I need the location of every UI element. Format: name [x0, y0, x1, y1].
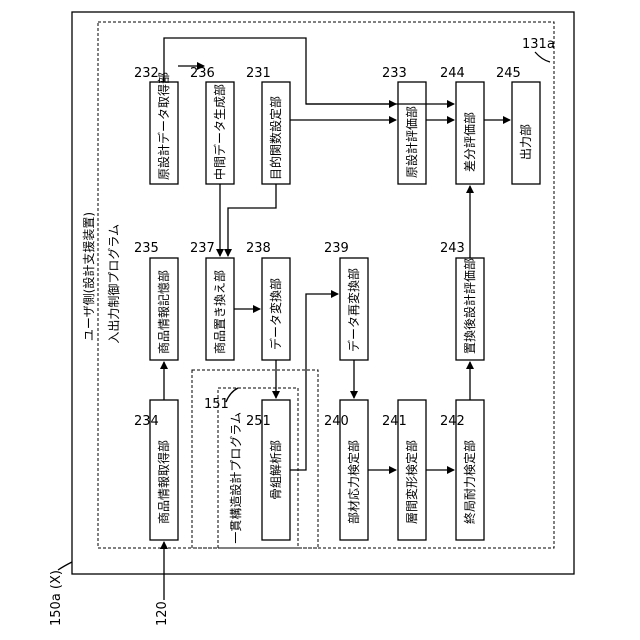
subprogram-title: 一貫構造設計プログラム	[228, 412, 243, 544]
block-233: 原設計評価部 233	[382, 66, 426, 184]
svg-text:商品置き換え部: 商品置き換え部	[212, 270, 227, 354]
block-240: 部材応力検定部 240	[324, 400, 368, 540]
block-235: 商品情報記憶部 235	[134, 241, 178, 360]
block-251: 骨組解析部 251	[246, 400, 290, 540]
svg-text:234: 234	[134, 414, 159, 429]
subprogram-ref: 151	[204, 397, 229, 412]
svg-text:置換後設計評価部: 置換後設計評価部	[462, 258, 477, 354]
block-234: 商品情報取得部 234	[134, 400, 178, 540]
svg-text:層間変形検定部: 層間変形検定部	[404, 440, 419, 524]
svg-text:242: 242	[440, 414, 465, 429]
svg-text:出力部: 出力部	[518, 124, 533, 160]
block-232: 原設計データ取得部 232	[134, 66, 178, 184]
io-program-title: 入出力制御プログラム	[106, 224, 121, 344]
svg-text:部材応力検定部: 部材応力検定部	[346, 440, 361, 524]
svg-text:233: 233	[382, 66, 407, 81]
svg-text:240: 240	[324, 414, 349, 429]
svg-text:データ再変換部: データ再変換部	[346, 268, 361, 352]
svg-text:231: 231	[246, 66, 271, 81]
block-236: 中間データ生成部 236	[190, 66, 234, 184]
program-area-ref: 131a	[522, 37, 555, 52]
block-244: 差分評価部 244	[440, 66, 484, 184]
svg-text:骨組解析部: 骨組解析部	[268, 440, 283, 500]
svg-text:原設計評価部: 原設計評価部	[404, 106, 419, 178]
svg-text:244: 244	[440, 66, 465, 81]
svg-text:差分評価部: 差分評価部	[462, 112, 477, 172]
svg-text:商品情報取得部: 商品情報取得部	[156, 440, 171, 524]
svg-text:232: 232	[134, 66, 159, 81]
svg-text:241: 241	[382, 414, 407, 429]
svg-text:原設計データ取得部: 原設計データ取得部	[156, 72, 171, 180]
input-ref: 120	[155, 601, 170, 626]
svg-text:239: 239	[324, 241, 349, 256]
block-243: 置換後設計評価部 243	[440, 241, 484, 360]
block-245: 出力部 245	[496, 66, 540, 184]
block-237: 商品置き換え部 237	[190, 241, 234, 360]
svg-text:238: 238	[246, 241, 271, 256]
svg-text:中間データ生成部: 中間データ生成部	[212, 84, 227, 180]
svg-text:243: 243	[440, 241, 465, 256]
svg-text:251: 251	[246, 414, 271, 429]
svg-text:237: 237	[190, 241, 215, 256]
svg-text:商品情報記憶部: 商品情報記憶部	[156, 270, 171, 354]
device-title: ユーザ側(設計支援装置)	[81, 212, 96, 341]
svg-text:終局耐力検定部: 終局耐力検定部	[462, 440, 477, 524]
program-area-ref-leader	[535, 52, 550, 62]
svg-text:235: 235	[134, 241, 159, 256]
svg-text:245: 245	[496, 66, 521, 81]
block-239: データ再変換部 239	[324, 241, 368, 360]
block-238: データ変換部 238	[246, 241, 290, 360]
svg-text:236: 236	[190, 66, 215, 81]
block-231: 目的関数設定部 231	[246, 66, 290, 184]
svg-text:目的関数設定部: 目的関数設定部	[268, 96, 283, 180]
device-frame	[72, 12, 574, 574]
arrow-251-to-239	[290, 294, 338, 470]
svg-text:データ変換部: データ変換部	[268, 278, 283, 350]
device-ref-leader	[58, 562, 72, 570]
device-ref: 150a (X)	[49, 570, 64, 626]
